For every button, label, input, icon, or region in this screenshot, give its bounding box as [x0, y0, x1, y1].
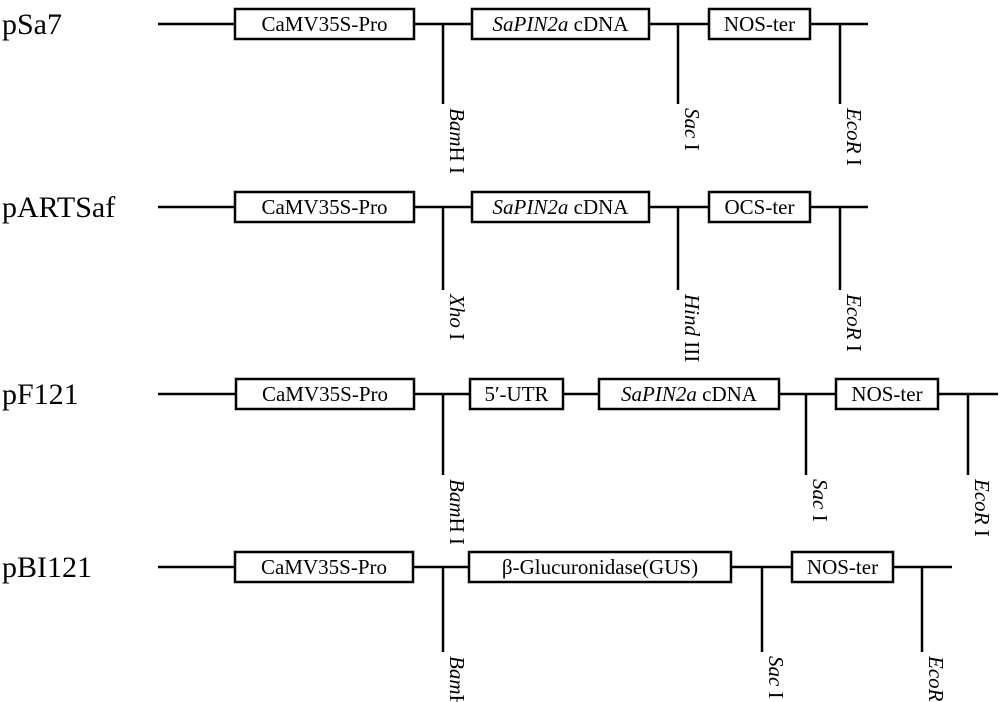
element-box-group: SaPIN2a cDNA: [597, 377, 781, 411]
genetic-element-box: [707, 7, 812, 41]
label-part: I: [842, 153, 866, 165]
label-part: CaMV35S-Pro: [261, 195, 387, 219]
genetic-element-box: [597, 377, 781, 411]
label-part: III: [680, 336, 704, 362]
label-part: Bam: [445, 108, 469, 147]
label-part: I: [970, 524, 994, 536]
genetic-element-box: [234, 377, 416, 411]
restriction-site-label: BamH I: [445, 656, 469, 702]
label-part: CaMV35S-Pro: [262, 382, 388, 406]
restriction-site-label: EcoR I: [970, 478, 994, 537]
label-part: NOS-ter: [724, 12, 795, 36]
element-box-group: NOS-ter: [707, 7, 812, 41]
genetic-element-label: CaMV35S-Pro: [261, 195, 387, 219]
construct-label: pARTSaf: [2, 191, 115, 224]
label-part: Bam: [445, 656, 469, 695]
element-box-group: NOS-ter: [790, 550, 895, 584]
genetic-element-box: [233, 190, 416, 224]
label-part: Sac: [680, 108, 704, 139]
genetic-element-box: [834, 377, 940, 411]
label-part: I: [808, 509, 832, 521]
element-box-group: NOS-ter: [834, 377, 940, 411]
genetic-element-label: β-Glucuronidase(GUS): [502, 555, 698, 579]
genetic-element-label: CaMV35S-Pro: [261, 12, 387, 36]
genetic-element-label: CaMV35S-Pro: [261, 555, 387, 579]
restriction-site-label: Sac I: [764, 656, 788, 699]
genetic-element-box: [233, 7, 416, 41]
label-part: NOS-ter: [807, 555, 878, 579]
genetic-element-box: [233, 550, 415, 584]
construct-pbi121: pBI121BamH I Sac I EcoR I CaMV35S-Pro β-Gluc…: [2, 550, 952, 702]
label-part: SaPIN2a: [621, 382, 697, 406]
element-box-group: SaPIN2a cDNA: [470, 190, 651, 224]
label-part: I: [445, 328, 469, 340]
genetic-element-label: SaPIN2a cDNA: [493, 195, 630, 219]
element-box-group: CaMV35S-Pro: [233, 190, 416, 224]
genetic-element-box: [467, 550, 733, 584]
label-part: H I: [445, 695, 469, 702]
genetic-element-box: [707, 190, 812, 224]
element-box-group: CaMV35S-Pro: [234, 377, 416, 411]
label-part: H I: [445, 518, 469, 545]
label-part: OCS-ter: [725, 195, 795, 219]
label-part: cDNA: [568, 195, 629, 219]
genetic-element-label: 5′-UTR: [484, 382, 548, 406]
label-part: CaMV35S-Pro: [261, 555, 387, 579]
element-box-group: OCS-ter: [707, 190, 812, 224]
restriction-site-label: EcoR I: [842, 107, 866, 166]
element-box-group: CaMV35S-Pro: [233, 550, 415, 584]
label-part: SaPIN2a: [493, 195, 569, 219]
element-box-group: β-Glucuronidase(GUS): [467, 550, 733, 584]
label-part: I: [764, 686, 788, 698]
restriction-site-label: BamH I: [445, 479, 469, 545]
label-part: EcoR: [842, 107, 866, 154]
restriction-site-label: EcoR I: [924, 655, 948, 702]
label-part: EcoR: [970, 478, 994, 525]
genetic-element-box: [470, 7, 651, 41]
genetic-element-box: [470, 190, 651, 224]
label-part: EcoR: [842, 293, 866, 340]
restriction-site-label: EcoR I: [842, 293, 866, 352]
restriction-site-label: Sac I: [680, 108, 704, 151]
genetic-element-label: NOS-ter: [807, 555, 878, 579]
genetic-element-box: [468, 377, 565, 411]
label-part: β-Glucuronidase(GUS): [502, 555, 698, 579]
label-part: H I: [445, 147, 469, 174]
restriction-site-label: Hind III: [680, 293, 704, 362]
genetic-element-label: NOS-ter: [724, 12, 795, 36]
label-part: cDNA: [697, 382, 758, 406]
construct-label: pF121: [2, 378, 79, 411]
element-box-group: CaMV35S-Pro: [233, 7, 416, 41]
genetic-element-label: CaMV35S-Pro: [262, 382, 388, 406]
label-part: SaPIN2a: [493, 12, 569, 36]
construct-label: pSa7: [2, 8, 62, 41]
element-box-group: 5′-UTR: [468, 377, 565, 411]
restriction-site-label: Xho I: [445, 293, 469, 340]
label-part: CaMV35S-Pro: [261, 12, 387, 36]
label-part: Sac: [764, 656, 788, 687]
label-part: I: [680, 138, 704, 150]
genetic-element-label: SaPIN2a cDNA: [493, 12, 630, 36]
label-part: Bam: [445, 479, 469, 518]
label-part: cDNA: [568, 12, 629, 36]
restriction-site-label: BamH I: [445, 108, 469, 174]
construct-label: pBI121: [2, 551, 92, 584]
label-part: Xho: [445, 293, 469, 328]
restriction-site-label: Sac I: [808, 479, 832, 522]
label-part: 5′-UTR: [484, 382, 548, 406]
element-box-group: SaPIN2a cDNA: [470, 7, 651, 41]
label-part: Sac: [808, 479, 832, 510]
label-part: NOS-ter: [851, 382, 922, 406]
label-part: I: [842, 339, 866, 351]
genetic-element-label: OCS-ter: [725, 195, 795, 219]
genetic-element-label: NOS-ter: [851, 382, 922, 406]
genetic-element-box: [790, 550, 895, 584]
label-part: EcoR: [924, 655, 948, 702]
label-part: Hind: [680, 293, 704, 337]
genetic-element-label: SaPIN2a cDNA: [621, 382, 758, 406]
